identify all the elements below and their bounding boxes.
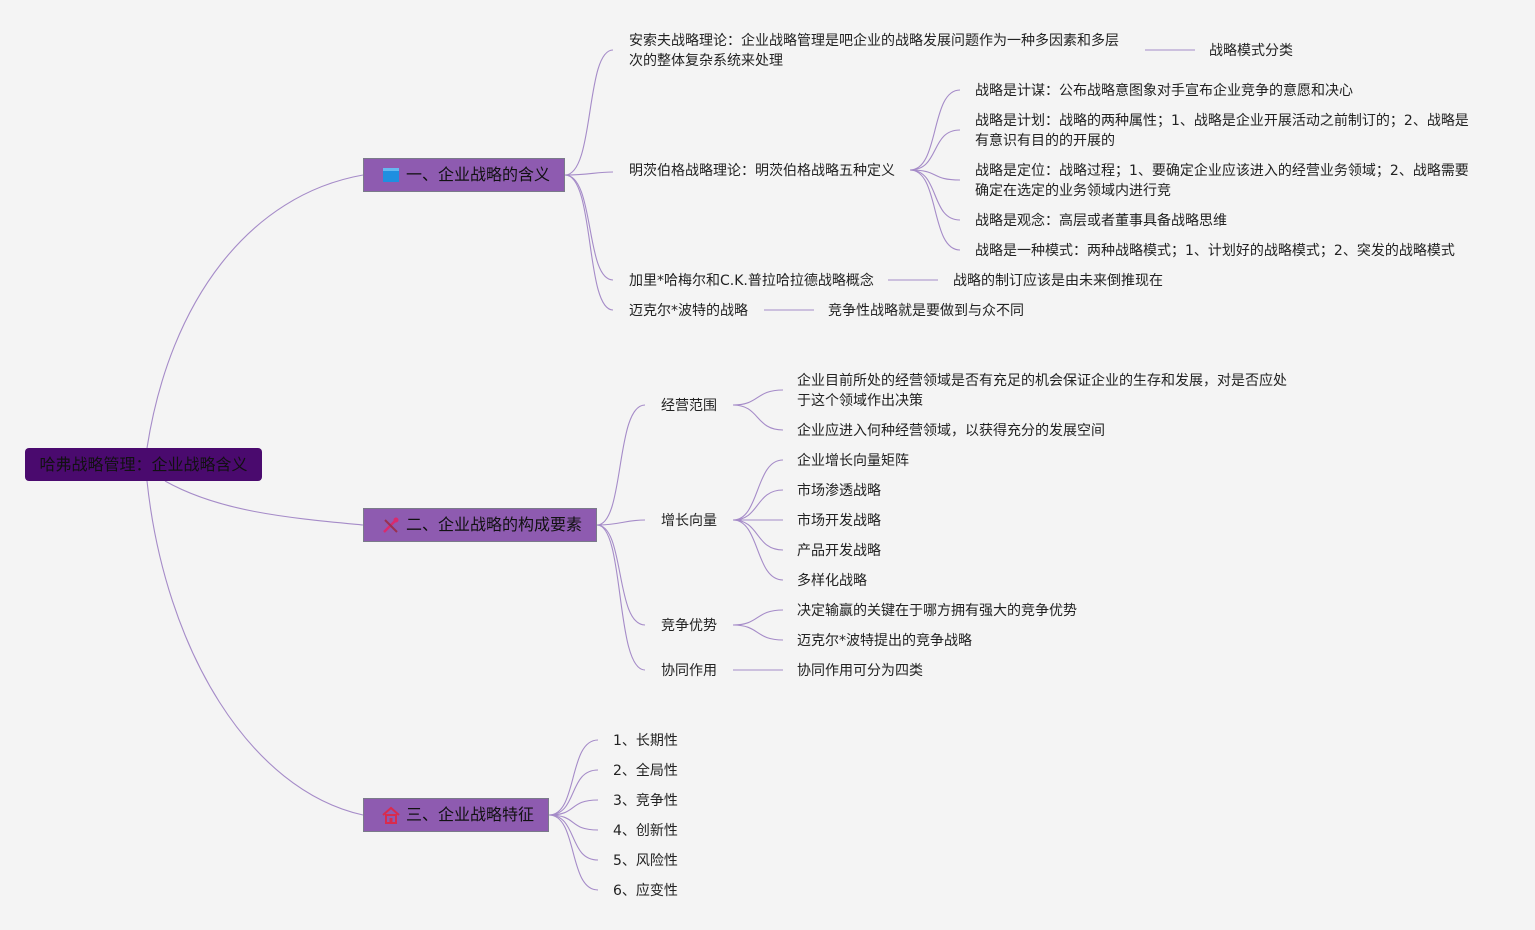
branch-node-meaning[interactable]: 一、企业战略的含义 xyxy=(363,158,565,192)
blue-square-icon xyxy=(380,164,402,186)
connector xyxy=(732,389,784,406)
connector xyxy=(596,519,646,526)
subtopic[interactable]: 企业应进入何种经营领域，以获得充分的发展空间 xyxy=(797,423,1105,439)
subtopic[interactable]: 产品开发战略 xyxy=(797,543,881,559)
connector xyxy=(732,459,784,521)
subtopic[interactable]: 战略是一种模式：两种战略模式；1、计划好的战略模式；2、突发的战略模式 xyxy=(975,243,1455,259)
subtopic[interactable]: 战略是定位：战略过程；1、要确定企业应该进入的经营业务领域；2、战略需要确定在选… xyxy=(975,163,1469,199)
topic-hamel[interactable]: 加里*哈梅尔和C.K.普拉哈拉德战略概念 xyxy=(629,273,874,289)
connector xyxy=(564,49,614,176)
connector xyxy=(548,769,599,816)
topic-growth-vector[interactable]: 增长向量 xyxy=(661,513,717,529)
tools-icon xyxy=(380,514,402,536)
connector xyxy=(548,814,599,891)
house-icon xyxy=(380,804,402,826)
connector xyxy=(909,169,961,251)
subtopic[interactable]: 战略模式分类 xyxy=(1209,43,1293,59)
subtopic[interactable]: 市场渗透战略 xyxy=(797,483,881,499)
connector xyxy=(732,489,784,521)
connector xyxy=(564,174,614,281)
topic-scope[interactable]: 经营范围 xyxy=(661,398,717,414)
subtopic[interactable]: 战略是计划：战略的两种属性；1、战略是企业开展活动之前制订的；2、战略是有意识有… xyxy=(975,113,1469,149)
connector xyxy=(732,519,784,551)
subtopic[interactable]: 迈克尔*波特提出的竞争战略 xyxy=(797,633,972,649)
connector xyxy=(548,814,599,831)
connector xyxy=(564,174,614,311)
branch-label: 二、企业战略的构成要素 xyxy=(406,515,583,534)
connector xyxy=(732,404,784,431)
topic-competitive-advantage[interactable]: 竞争优势 xyxy=(661,618,717,634)
topic-feature[interactable]: 6、应变性 xyxy=(613,883,678,899)
connector xyxy=(548,814,599,861)
branch-node-features[interactable]: 三、企业战略特征 xyxy=(363,798,549,832)
connector xyxy=(146,174,364,449)
connector xyxy=(596,524,646,671)
subtopic[interactable]: 战略是计谋：公布战略意图象对手宣布企业竞争的意愿和决心 xyxy=(975,83,1353,99)
connector xyxy=(164,480,364,526)
connector xyxy=(909,169,961,181)
subtopic[interactable]: 战略是观念：高层或者董事具备战略思维 xyxy=(975,213,1227,229)
connector xyxy=(146,480,364,816)
connector xyxy=(596,524,646,626)
topic-synergy[interactable]: 协同作用 xyxy=(661,663,717,679)
topic-mintzberg[interactable]: 明茨伯格战略理论：明茨伯格战略五种定义 xyxy=(629,163,895,179)
connector xyxy=(909,169,961,221)
branch-label: 一、企业战略的含义 xyxy=(406,165,551,184)
topic-feature[interactable]: 3、竞争性 xyxy=(613,793,678,809)
connector xyxy=(732,624,784,641)
connector xyxy=(596,404,646,526)
root-node[interactable]: 哈弗战略管理：企业战略含义 xyxy=(25,448,262,481)
connector xyxy=(564,171,614,176)
topic-ansoff[interactable]: 安索夫战略理论：企业战略管理是吧企业的战略发展问题作为一种多因素和多层次的整体复… xyxy=(629,33,1119,69)
connector xyxy=(909,89,961,171)
subtopic[interactable]: 企业增长向量矩阵 xyxy=(797,453,909,469)
topic-feature[interactable]: 4、创新性 xyxy=(613,823,678,839)
subtopic[interactable]: 市场开发战略 xyxy=(797,513,881,529)
topic-feature[interactable]: 2、全局性 xyxy=(613,763,678,779)
connector xyxy=(548,739,599,816)
connector xyxy=(732,519,784,581)
subtopic[interactable]: 协同作用可分为四类 xyxy=(797,663,923,679)
subtopic[interactable]: 企业目前所处的经营领域是否有充足的机会保证企业的生存和发展，对是否应处于这个领域… xyxy=(797,373,1287,409)
subtopic[interactable]: 决定输赢的关键在于哪方拥有强大的竞争优势 xyxy=(797,603,1077,619)
subtopic[interactable]: 战略的制订应该是由未来倒推现在 xyxy=(953,273,1163,289)
topic-feature[interactable]: 5、风险性 xyxy=(613,853,678,869)
branch-label: 三、企业战略特征 xyxy=(406,805,535,824)
connector xyxy=(548,799,599,816)
branch-node-elements[interactable]: 二、企业战略的构成要素 xyxy=(363,508,597,542)
subtopic[interactable]: 竞争性战略就是要做到与众不同 xyxy=(828,303,1024,319)
connector xyxy=(909,129,961,171)
topic-feature[interactable]: 1、长期性 xyxy=(613,733,678,749)
connector xyxy=(732,609,784,626)
subtopic[interactable]: 多样化战略 xyxy=(797,573,867,589)
topic-porter[interactable]: 迈克尔*波特的战略 xyxy=(629,303,748,319)
